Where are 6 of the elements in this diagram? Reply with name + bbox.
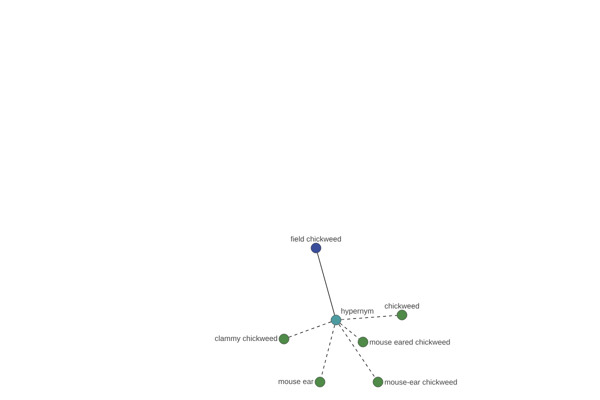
connector-line bbox=[340, 315, 398, 320]
connector-line bbox=[340, 323, 360, 340]
connector-line bbox=[338, 324, 376, 378]
connector-line bbox=[321, 324, 335, 378]
connector-line bbox=[317, 252, 335, 316]
connector-line bbox=[288, 322, 332, 338]
